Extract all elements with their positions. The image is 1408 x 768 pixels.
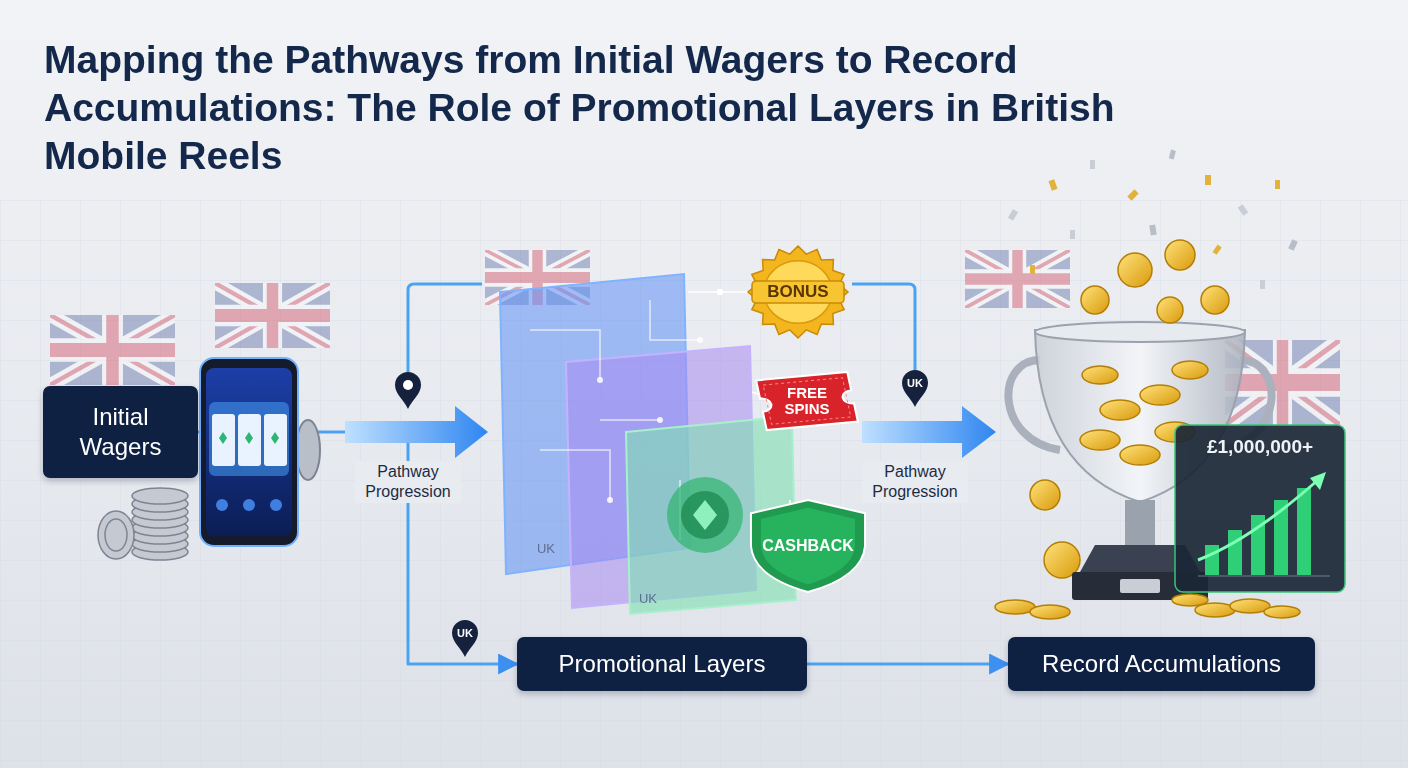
bonus-badge: BONUS: [748, 246, 848, 338]
node-text: Record Accumulations: [1042, 649, 1281, 679]
node-text: FREE SPINS: [771, 385, 843, 417]
node-text-stack: BONUS: [767, 282, 828, 302]
process-box: Record Accumulations: [1008, 637, 1315, 691]
process-box: Initial Wagers: [43, 386, 198, 478]
node-text: CASHBACK: [762, 537, 854, 555]
shield-badge: CASHBACK: [746, 498, 870, 594]
node-text: Promotional Layers: [559, 649, 766, 679]
process-box: Promotional Layers: [517, 637, 807, 691]
pin-label: UK: [907, 377, 923, 389]
edge-label: Pathway Progression: [355, 461, 461, 503]
value-label: £1,000,000+: [1207, 436, 1313, 458]
pin-label: UK: [457, 627, 473, 639]
node-text: Initial Wagers: [55, 402, 186, 462]
node-text-stack: Promotional Layers: [559, 649, 766, 679]
node-text-stack: Initial Wagers: [55, 402, 186, 462]
ticket-badge: FREE SPINS: [757, 368, 857, 434]
node-text-stack: Record Accumulations: [1042, 649, 1281, 679]
diagram-title: Mapping the Pathways from Initial Wagers…: [44, 36, 1164, 180]
node-text-stack: CASHBACK: [762, 537, 854, 555]
flow-connector: [807, 663, 1008, 666]
panel-label: UK: [537, 541, 555, 556]
node-text: BONUS: [767, 282, 828, 302]
node-text-stack: FREE SPINS: [771, 385, 843, 417]
flow-label: Pathway Progression: [862, 461, 968, 503]
panel-label: UK: [639, 591, 657, 606]
